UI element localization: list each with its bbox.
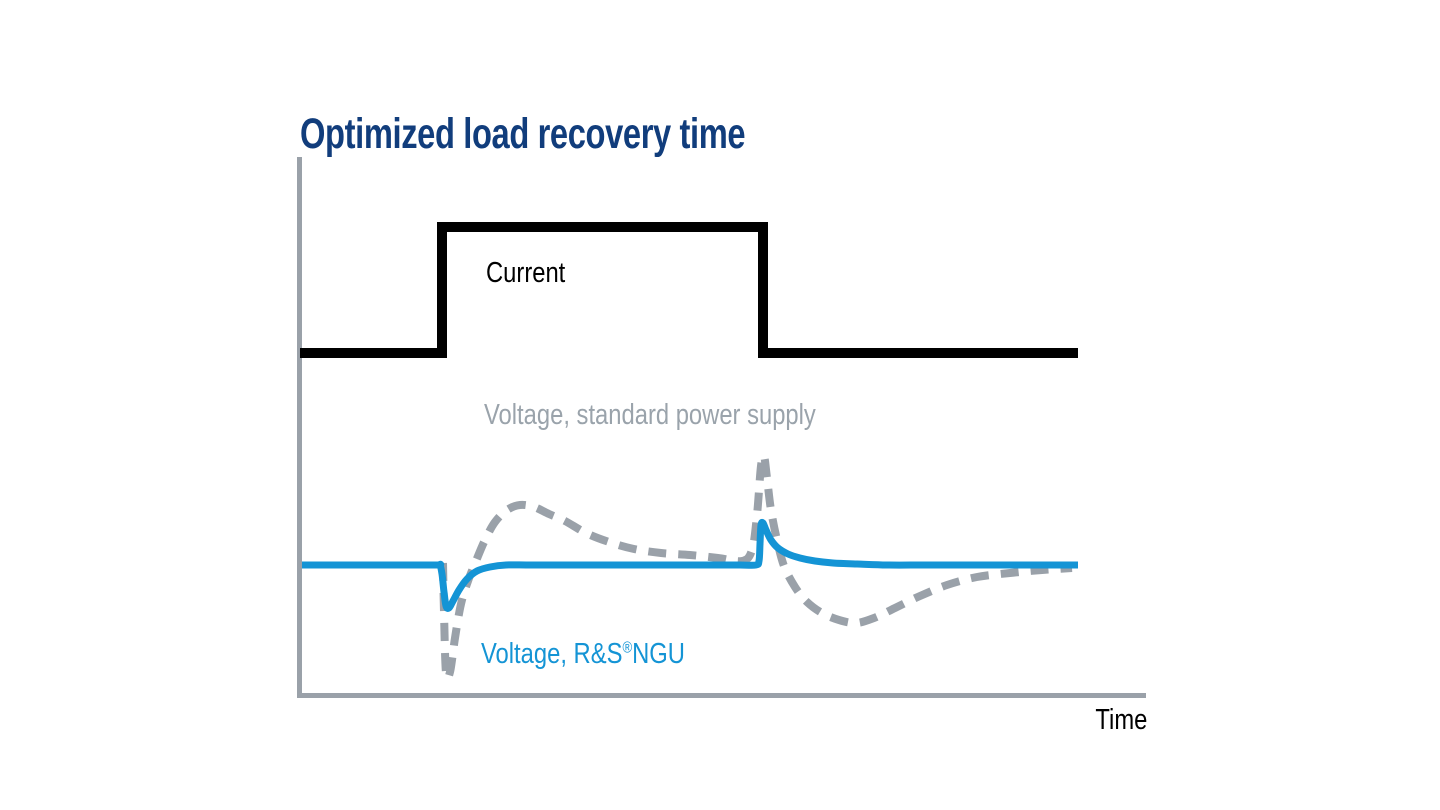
voltage-standard-series-label: Voltage, standard power supply	[484, 399, 816, 431]
voltage-ngu-series-label: Voltage, R&S®NGU	[481, 638, 685, 671]
series-group	[300, 222, 1078, 683]
page-title: Optimized load recovery time	[300, 109, 746, 158]
voltage-standard-series-line	[439, 451, 1073, 683]
current-series-line	[300, 222, 1078, 358]
voltage-ngu-series-line	[301, 518, 1078, 612]
voltage-ngu-label-text: Voltage, R&S	[481, 638, 623, 670]
x-axis-time-label: Time	[1095, 704, 1147, 736]
voltage-ngu-label-suffix: NGU	[632, 638, 685, 670]
registered-trademark-symbol: ®	[622, 639, 633, 657]
current-series-label: Current	[486, 257, 566, 289]
